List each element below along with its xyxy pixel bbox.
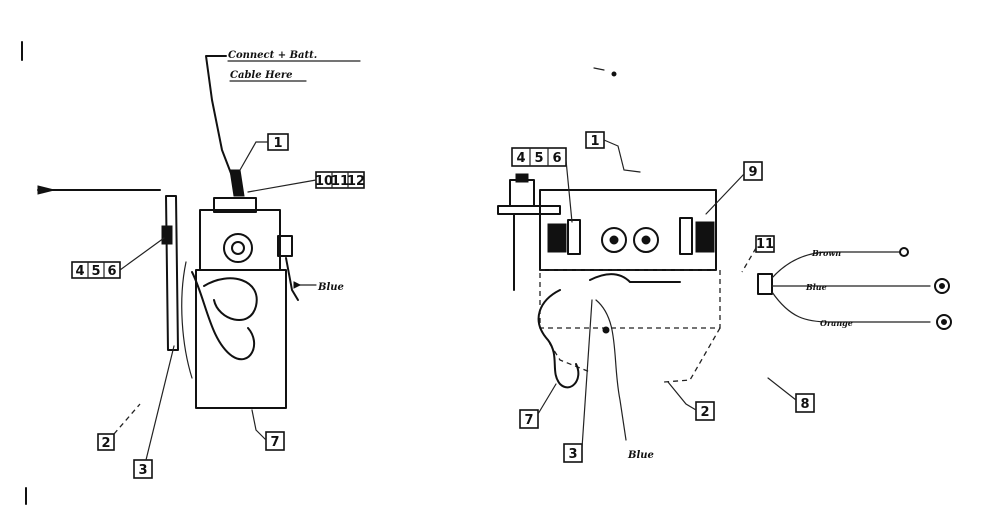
brown-terminal bbox=[899, 247, 909, 257]
bracket-plate bbox=[165, 195, 179, 351]
orange-terminal bbox=[936, 314, 952, 330]
terminal-ring bbox=[223, 233, 253, 263]
callout-8-box bbox=[795, 393, 815, 413]
wire-tail bbox=[285, 257, 299, 301]
note-line-2: Cable Here bbox=[230, 70, 293, 81]
wire-run bbox=[181, 261, 193, 379]
side-terminal bbox=[277, 235, 293, 257]
callout-3-box bbox=[563, 443, 583, 463]
terminal-washer bbox=[567, 219, 581, 255]
wire-run bbox=[589, 273, 681, 283]
scan-dot bbox=[611, 71, 617, 77]
callout-12: 12 bbox=[347, 174, 365, 189]
blue-arrow bbox=[293, 281, 302, 289]
bracket-nut bbox=[161, 225, 173, 245]
callout-7-leader bbox=[537, 383, 557, 415]
callout-2: 2 bbox=[101, 436, 110, 451]
harness-connector bbox=[757, 273, 773, 295]
housing-edge bbox=[539, 327, 591, 373]
callout-4-leader bbox=[565, 159, 573, 223]
note-line-1: Connect + Batt. bbox=[228, 50, 317, 61]
callout-11: 11 bbox=[756, 237, 774, 252]
harness-blue: Blue bbox=[805, 282, 827, 292]
harness-orange: Orange bbox=[820, 318, 853, 328]
left-view: Connect + Batt. Cable Here Blue 1 bbox=[21, 41, 365, 505]
wire-loop bbox=[191, 271, 256, 361]
callout-6: 6 bbox=[552, 151, 561, 166]
blue-wire-label: Blue bbox=[317, 282, 344, 293]
brown-wire bbox=[771, 251, 901, 279]
terminal-center bbox=[609, 235, 619, 245]
orange-wire bbox=[771, 291, 931, 323]
callout-3-box bbox=[133, 459, 153, 479]
terminal-washer bbox=[679, 217, 693, 255]
solenoid-lower bbox=[539, 269, 721, 329]
terminal-ring bbox=[633, 227, 659, 253]
callout-8-leader bbox=[767, 377, 797, 401]
bolt-head bbox=[515, 173, 529, 183]
callout-2-box bbox=[695, 401, 715, 421]
callout-9: 9 bbox=[748, 165, 757, 180]
callout-2-leader bbox=[113, 403, 141, 435]
callout-4-5-6-box bbox=[511, 147, 567, 167]
callout-3: 3 bbox=[568, 447, 577, 462]
wire-loop bbox=[537, 289, 580, 389]
callout-1: 1 bbox=[590, 134, 599, 149]
callout-7: 7 bbox=[524, 413, 533, 428]
terminal-stud bbox=[231, 241, 245, 255]
callout-11: 11 bbox=[331, 174, 349, 189]
orange-terminal-hole bbox=[941, 319, 947, 325]
callout-2-box bbox=[97, 433, 115, 451]
callout-4-leader bbox=[119, 237, 165, 271]
battery-stud bbox=[229, 169, 245, 197]
callout-1-leader bbox=[603, 139, 641, 173]
callout-7: 7 bbox=[270, 435, 279, 450]
callout-10-leader bbox=[247, 179, 317, 193]
mount-bolt bbox=[509, 179, 535, 207]
callout-6: 6 bbox=[107, 264, 116, 279]
callout-8: 8 bbox=[800, 397, 809, 412]
callout-7-box bbox=[265, 431, 285, 451]
callout-4: 4 bbox=[516, 151, 525, 166]
callout-5: 5 bbox=[534, 151, 543, 166]
blue-terminal-hole bbox=[939, 283, 945, 289]
shaft-tip bbox=[37, 185, 55, 195]
callout-10: 10 bbox=[315, 174, 333, 189]
housing-edge bbox=[663, 327, 721, 383]
wire-loop bbox=[203, 277, 258, 321]
callout-11-leader bbox=[741, 247, 757, 273]
callout-2-leader bbox=[667, 381, 697, 411]
callout-7-box bbox=[519, 409, 539, 429]
callout-2: 2 bbox=[700, 405, 709, 420]
right-view: Brown Blue Orange 4 5 6 1 9 11 7 bbox=[497, 67, 952, 463]
wire-clip bbox=[602, 326, 610, 334]
scan-mark bbox=[593, 67, 605, 71]
mount-plate bbox=[497, 205, 561, 215]
note-leader bbox=[205, 55, 233, 177]
callout-1: 1 bbox=[273, 136, 282, 151]
callout-7-leader bbox=[251, 409, 267, 441]
callout-3: 3 bbox=[138, 463, 147, 478]
callout-11-box bbox=[755, 235, 775, 253]
solenoid-body-side bbox=[539, 189, 717, 271]
callout-3-leader bbox=[581, 299, 593, 449]
callout-9-leader bbox=[705, 173, 745, 215]
blue-wire-label-bottom: Blue bbox=[627, 450, 654, 461]
wire-run bbox=[595, 299, 627, 441]
terminal-ring bbox=[601, 227, 627, 253]
top-nut bbox=[213, 197, 257, 213]
harness-brown: Brown bbox=[811, 248, 841, 258]
callout-1-leader bbox=[239, 141, 269, 171]
blue-terminal bbox=[934, 278, 950, 294]
callout-9-box bbox=[743, 161, 763, 181]
terminal-nut bbox=[695, 221, 715, 253]
callout-5: 5 bbox=[91, 264, 100, 279]
callout-4: 4 bbox=[75, 264, 84, 279]
callout-3-leader bbox=[145, 345, 175, 461]
solenoid-body bbox=[195, 269, 287, 409]
terminal-center bbox=[641, 235, 651, 245]
terminal-nut bbox=[547, 223, 567, 253]
